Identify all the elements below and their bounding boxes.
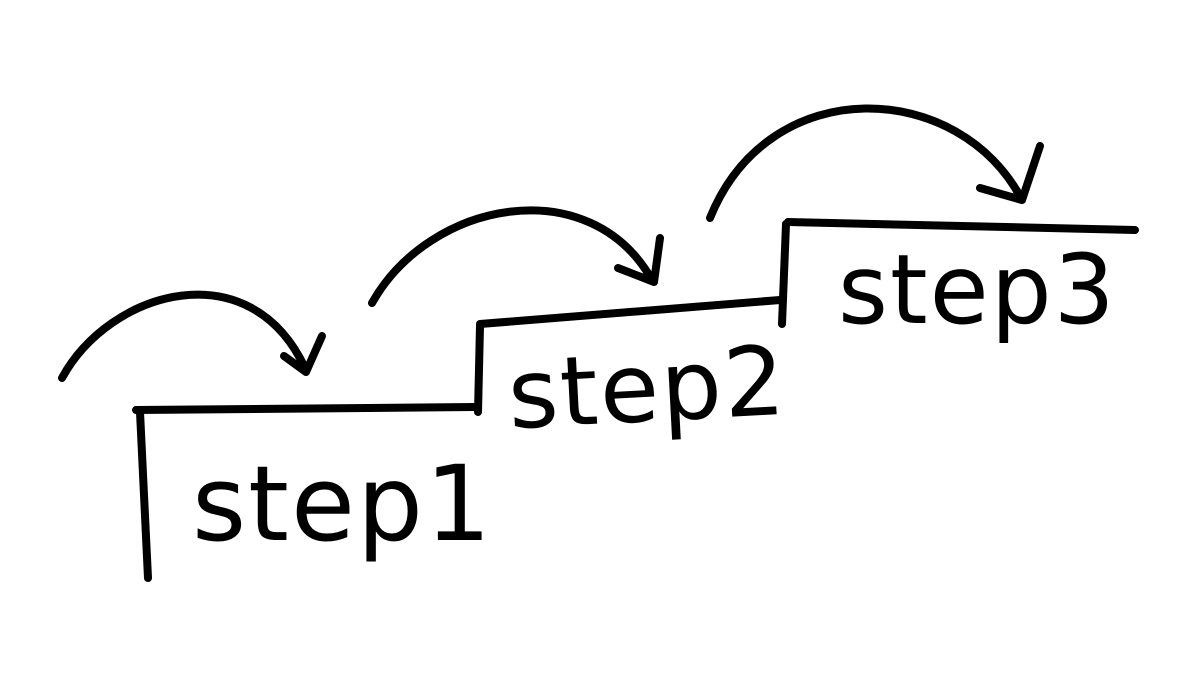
arrow-2-arc <box>368 206 656 307</box>
arrow-2-head <box>614 234 664 286</box>
step1-tread <box>132 403 478 414</box>
step3-riser <box>778 220 790 328</box>
step2-riser <box>474 322 484 416</box>
arrow-3-head <box>976 142 1044 204</box>
step3-tread <box>784 218 1139 234</box>
step2-label: step2 <box>505 324 790 452</box>
arrow-1-arc <box>58 290 309 382</box>
step2-tread <box>476 296 784 328</box>
step3-label: step3 <box>838 234 1117 346</box>
step1-label: step1 <box>192 443 494 565</box>
arrow-3-arc <box>706 104 1026 222</box>
step1-riser <box>136 408 152 582</box>
arrow-1-head <box>280 332 326 376</box>
